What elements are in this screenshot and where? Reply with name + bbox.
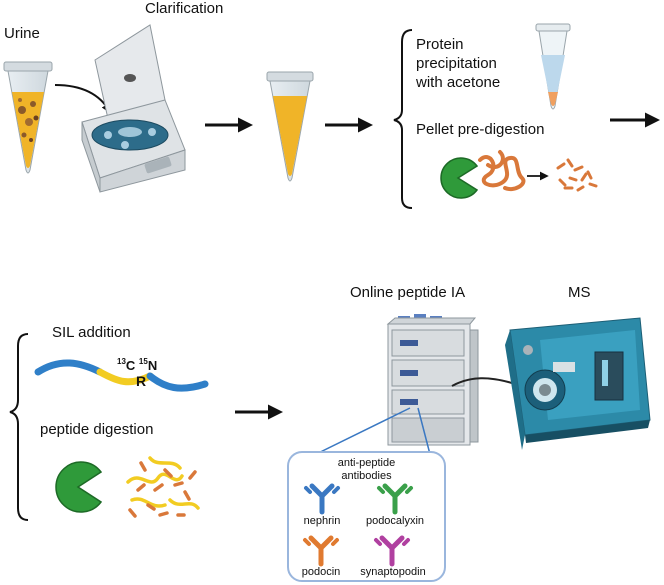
- pellet-label: Pellet pre-digestion: [416, 121, 545, 138]
- antibody-podocalyxin-icon: [377, 483, 413, 515]
- antibody-panel-title: anti-peptide antibodies: [288, 457, 445, 483]
- residue-label: R: [136, 373, 147, 389]
- ms-label: MS: [568, 284, 591, 301]
- isotope-n-mass: 15: [138, 357, 148, 366]
- lc-instrument: [386, 314, 479, 446]
- sil-peptide-icon: [34, 359, 209, 392]
- peptide-digestion-label: peptide digestion: [40, 421, 154, 438]
- centrifuge: [81, 24, 186, 193]
- sil-label: SIL addition: [52, 324, 131, 341]
- isotope-c: C: [125, 358, 136, 373]
- isotope-c-mass: 13: [117, 357, 126, 366]
- antibody-title-line1: anti-peptide: [337, 457, 396, 469]
- peptide-fragments-icon: [556, 158, 598, 192]
- ms-instrument: [505, 317, 651, 450]
- clarification-label: Clarification: [145, 0, 224, 17]
- precipitation-label-line2: precipitation: [416, 55, 497, 72]
- lc-ms-tubing: [451, 377, 516, 387]
- precipitation-tube: [535, 23, 571, 110]
- protein-tangle-icon: [478, 150, 526, 191]
- brace-bottom: [9, 333, 29, 521]
- antibody-nephrin-icon: [304, 483, 340, 515]
- antibody-label-podocalyxin: podocalyxin: [365, 515, 425, 527]
- antibody-label-nephrin: nephrin: [303, 515, 341, 527]
- protease-pacman-icon: [440, 157, 479, 199]
- urine-label: Urine: [4, 25, 40, 42]
- antibody-title-line2: antibodies: [341, 470, 392, 482]
- isotope-n: N: [147, 358, 158, 373]
- isotope-label: 13C 15N: [117, 357, 158, 373]
- antibody-podocin-icon: [303, 535, 339, 567]
- antibody-label-podocin: podocin: [301, 566, 341, 578]
- urine-tube: [3, 61, 53, 174]
- precipitation-label-line3: with acetone: [416, 74, 501, 91]
- antibody-label-synaptopodin: synaptopodin: [360, 566, 426, 578]
- antibody-synaptopodin-icon: [374, 535, 410, 567]
- clarified-tube: [266, 71, 314, 182]
- brace-top: [393, 29, 413, 209]
- precipitation-label-line1: Protein: [416, 36, 464, 53]
- protease-pacman-icon-2: [55, 461, 103, 513]
- online-ia-label: Online peptide IA: [350, 284, 466, 301]
- peptide-mix-icon: [126, 456, 200, 518]
